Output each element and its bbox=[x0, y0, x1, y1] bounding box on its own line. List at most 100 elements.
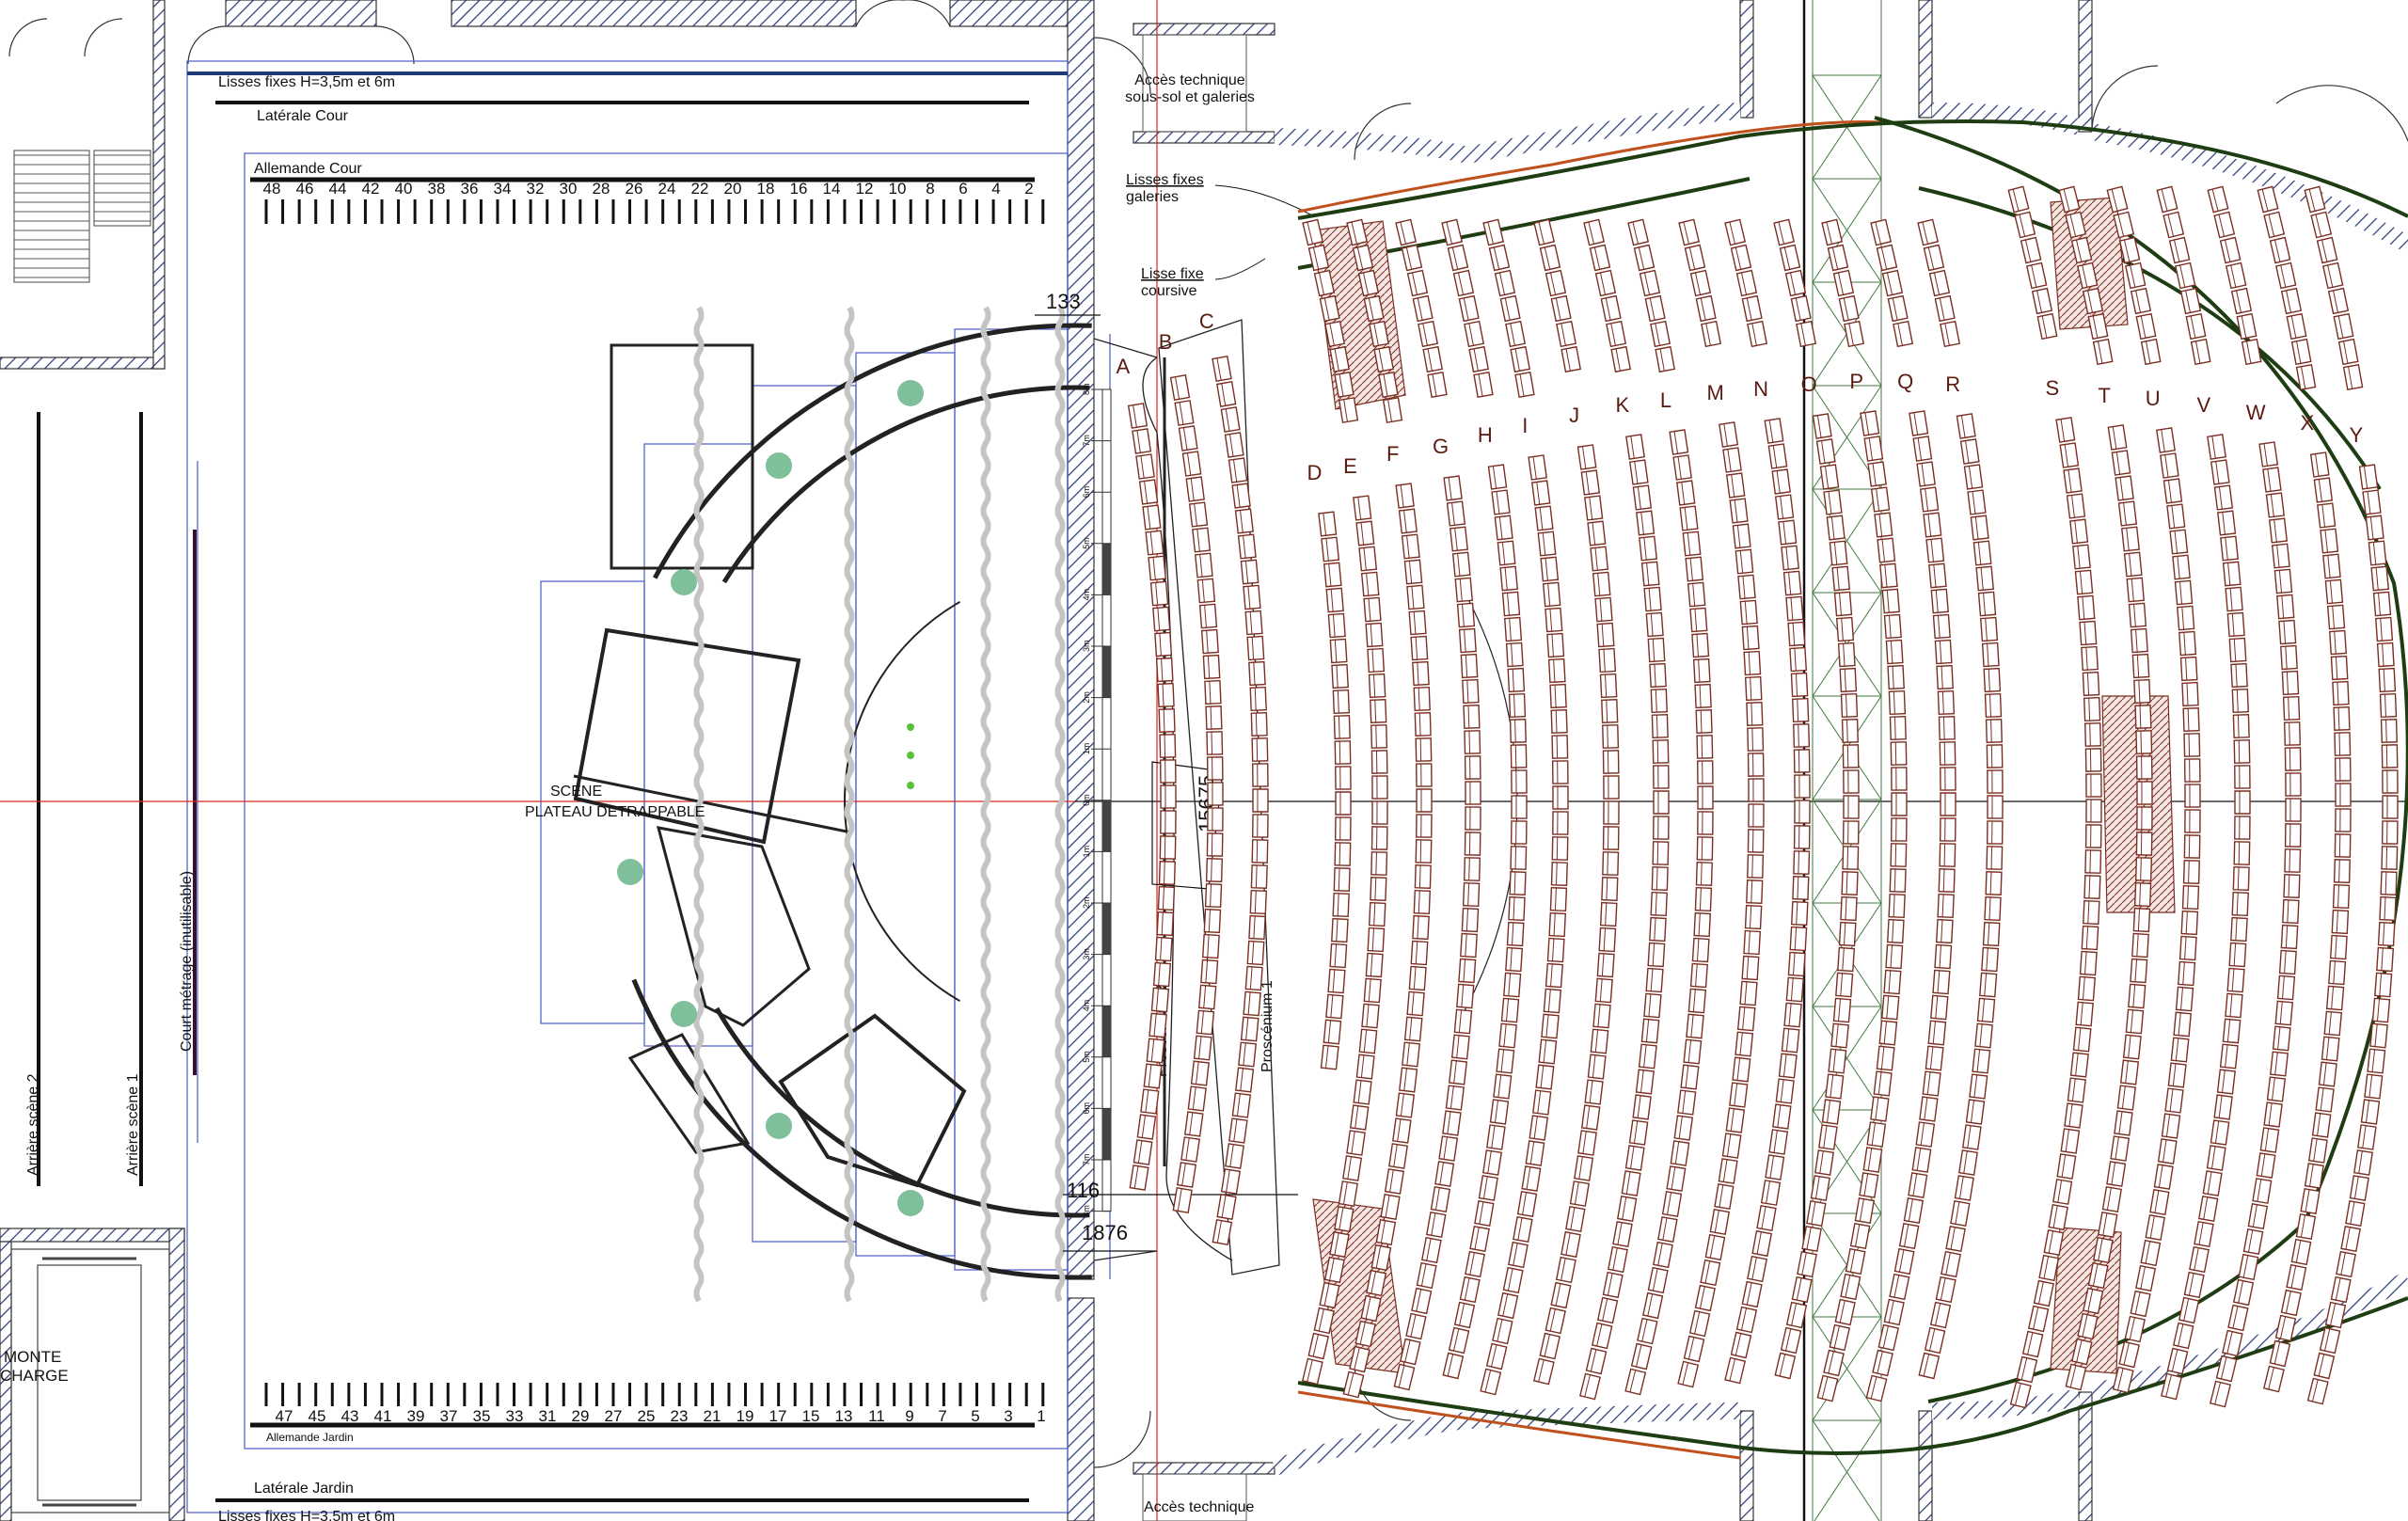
seat bbox=[1158, 708, 1176, 733]
seat bbox=[1678, 218, 1701, 246]
seat bbox=[1859, 1172, 1879, 1198]
seat bbox=[2379, 692, 2398, 719]
seat bbox=[1722, 447, 1742, 473]
seat bbox=[2083, 722, 2102, 747]
seat bbox=[1420, 1236, 1442, 1264]
seat bbox=[2153, 1164, 2174, 1190]
seat bbox=[1592, 571, 1611, 597]
batten-number-cour: 48 bbox=[263, 180, 281, 198]
seat bbox=[1785, 976, 1804, 1003]
seat bbox=[2285, 772, 2302, 797]
batten-number-cour: 20 bbox=[724, 180, 742, 198]
seat bbox=[1412, 660, 1430, 687]
seat bbox=[2106, 1161, 2127, 1187]
scale-bar-label: 8m bbox=[1082, 1205, 1091, 1217]
seat bbox=[2072, 544, 2091, 570]
seat bbox=[1780, 1326, 1802, 1355]
seat bbox=[1329, 943, 1348, 969]
seat bbox=[1602, 851, 1620, 876]
seat bbox=[1887, 664, 1905, 690]
seat bbox=[1823, 489, 1843, 515]
seat bbox=[2258, 441, 2279, 467]
seat bbox=[2178, 935, 2197, 961]
scale-bar-label: 6m bbox=[1082, 486, 1091, 499]
seat bbox=[1741, 955, 1760, 981]
seat bbox=[2316, 236, 2338, 264]
seat bbox=[1606, 320, 1627, 348]
pillar-marker bbox=[897, 380, 924, 406]
seat bbox=[2079, 950, 2098, 976]
seat bbox=[1941, 1250, 1961, 1278]
seat bbox=[1725, 1107, 1746, 1133]
seat bbox=[2256, 1152, 2276, 1179]
seat bbox=[2162, 478, 2183, 504]
freight-lift-label-1: MONTE bbox=[4, 1348, 61, 1366]
seat bbox=[1140, 1088, 1160, 1115]
seat bbox=[1694, 1284, 1716, 1312]
batten-number-jardin: 1 bbox=[1037, 1407, 1045, 1425]
seat bbox=[2231, 891, 2249, 917]
seat bbox=[1154, 936, 1173, 962]
seat bbox=[2184, 809, 2201, 833]
seat bbox=[2177, 605, 2195, 631]
seat bbox=[1775, 1078, 1795, 1104]
lisses-galeries-label-1: Lisses fixes bbox=[1126, 172, 1204, 188]
seat bbox=[2075, 1001, 2094, 1027]
seat bbox=[1206, 832, 1224, 857]
seat bbox=[1632, 484, 1653, 511]
seat bbox=[1334, 816, 1352, 841]
seat bbox=[2285, 798, 2302, 822]
seat bbox=[1496, 1048, 1515, 1074]
seat bbox=[2172, 1322, 2194, 1350]
seat bbox=[1747, 320, 1768, 348]
seat bbox=[1889, 868, 1907, 893]
seat bbox=[1764, 418, 1784, 444]
seat bbox=[2340, 1225, 2361, 1253]
seat bbox=[1460, 653, 1479, 679]
seat bbox=[2179, 656, 2198, 682]
seat bbox=[1603, 800, 1620, 825]
seat bbox=[1331, 917, 1349, 943]
seat bbox=[2014, 211, 2036, 239]
seat bbox=[1689, 269, 1712, 297]
seat bbox=[1546, 937, 1565, 963]
seat bbox=[1844, 320, 1865, 348]
seat bbox=[1361, 1003, 1380, 1029]
seat bbox=[1747, 1255, 1768, 1283]
seat bbox=[1135, 453, 1155, 480]
seat bbox=[1473, 372, 1494, 398]
seat bbox=[1488, 244, 1511, 272]
seat bbox=[1228, 457, 1248, 483]
batten-number-jardin: 15 bbox=[802, 1407, 820, 1425]
seat bbox=[2369, 1022, 2388, 1049]
stair-block-2 bbox=[778, 1013, 967, 1188]
stage-guides bbox=[186, 60, 1111, 1513]
seat bbox=[2178, 1296, 2200, 1324]
seat bbox=[1192, 527, 1212, 553]
seat bbox=[1829, 540, 1848, 566]
seat bbox=[1307, 1332, 1330, 1360]
seat bbox=[1155, 657, 1174, 683]
seat bbox=[2382, 769, 2399, 794]
seat bbox=[2149, 1189, 2170, 1215]
seat bbox=[2230, 287, 2253, 315]
seat bbox=[1881, 994, 1900, 1021]
seat bbox=[2313, 477, 2334, 503]
seat bbox=[1986, 820, 2004, 845]
seat bbox=[2207, 185, 2229, 214]
seat bbox=[2257, 185, 2279, 214]
lisses-fixes-bottom-label: Lisses fixes H=3,5m et 6m bbox=[218, 1509, 395, 1521]
seat bbox=[1249, 686, 1267, 712]
seat bbox=[2183, 834, 2201, 859]
seat bbox=[2131, 653, 2150, 679]
seat bbox=[2353, 1149, 2373, 1176]
seat bbox=[1551, 836, 1569, 861]
row-label-M: M bbox=[1707, 381, 1724, 404]
seat bbox=[1323, 1019, 1342, 1045]
seat bbox=[1815, 438, 1836, 465]
scale-bar-segment bbox=[1102, 646, 1111, 698]
seat bbox=[1513, 1215, 1533, 1244]
seat bbox=[1183, 1111, 1204, 1137]
scale-bar-label: 4m bbox=[1082, 1000, 1091, 1012]
seat bbox=[1445, 1085, 1465, 1111]
